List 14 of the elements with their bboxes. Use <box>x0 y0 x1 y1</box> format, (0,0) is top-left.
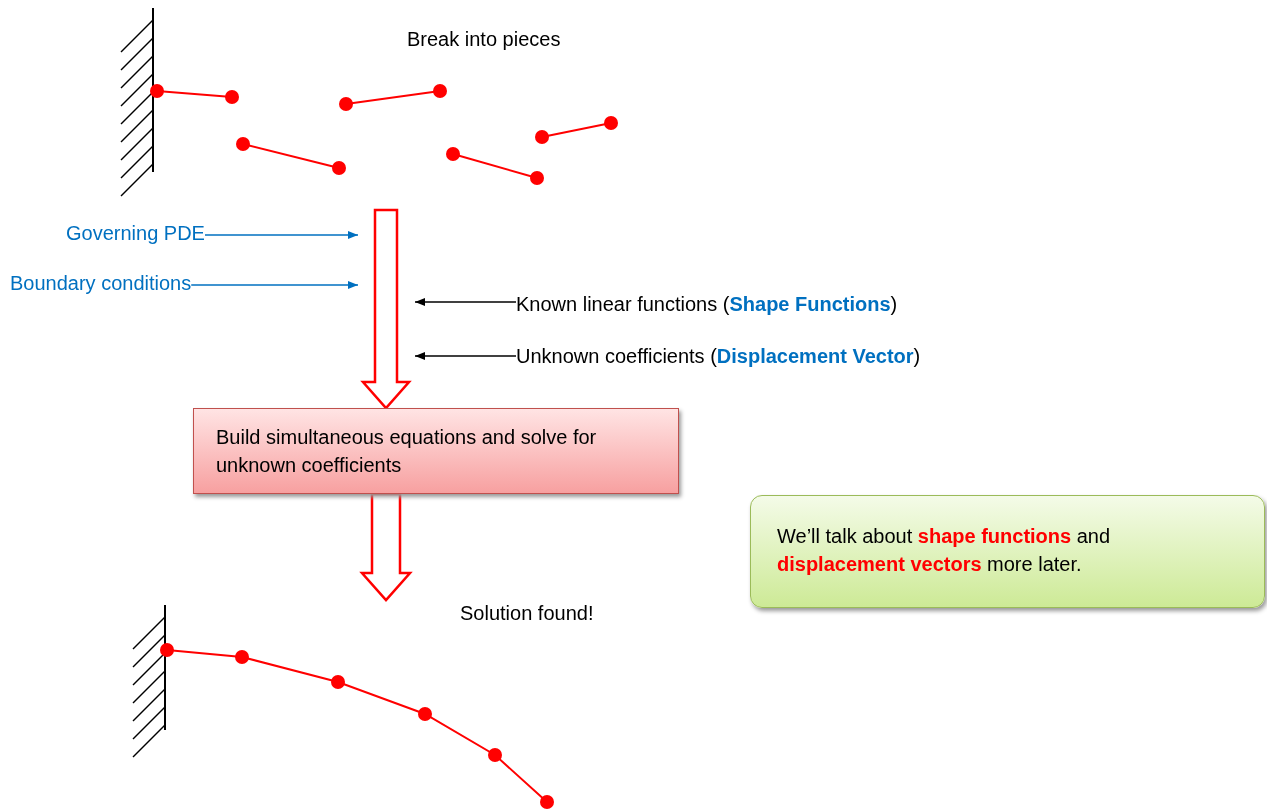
hollow-arrow <box>360 208 412 410</box>
arrow <box>204 231 359 239</box>
arrow <box>414 298 517 306</box>
hollow-arrow <box>359 492 413 602</box>
arrow <box>414 352 517 360</box>
caption-text: Solution found! <box>460 602 594 625</box>
arrow <box>190 281 359 289</box>
text-label: Known linear functions (Shape Functions) <box>516 293 898 316</box>
process-box: Build simultaneous equations and solve for unknown coefficients <box>193 408 679 494</box>
text-label: Unknown coefficients (Displacement Vector) <box>516 345 921 368</box>
text-label: Governing PDE <box>66 222 205 245</box>
text-label: Boundary conditions <box>10 272 192 295</box>
note-callout: We’ll talk about shape functions and displacement vectors more later. <box>750 495 1265 608</box>
caption-text: Break into pieces <box>407 28 561 51</box>
